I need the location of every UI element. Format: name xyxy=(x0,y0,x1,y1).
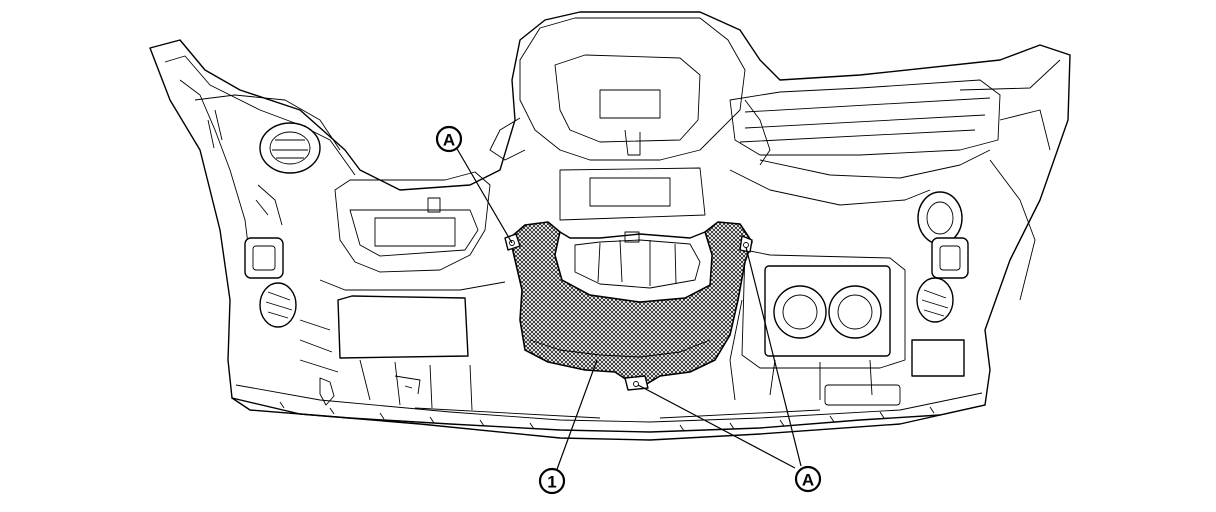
left-side-vent xyxy=(244,237,284,279)
left-lower-vent xyxy=(259,282,297,328)
right-round-vent xyxy=(917,191,963,245)
left-round-vent xyxy=(259,122,321,174)
leader-a-bottom-2 xyxy=(637,384,796,469)
right-lower-box xyxy=(911,339,965,377)
part-1-duct xyxy=(504,221,753,391)
callout-part-1: 1 xyxy=(538,467,566,495)
callout-a-bottom-label: A xyxy=(802,471,814,490)
leader-lines xyxy=(455,146,802,473)
callout-a-bottom: A xyxy=(794,465,822,493)
cup-holder-left xyxy=(773,285,827,339)
left-side-structure xyxy=(164,55,356,328)
leader-a-bottom-1 xyxy=(745,246,802,467)
left-center-structure xyxy=(299,171,506,411)
callout-part-1-label: 1 xyxy=(547,473,556,492)
instrument-panel-body xyxy=(149,11,1071,441)
leader-a-top xyxy=(455,146,513,244)
cup-holder-right xyxy=(828,285,882,339)
top-center-structure xyxy=(489,17,771,221)
leader-part-1 xyxy=(555,359,598,473)
right-side-vent xyxy=(931,237,969,279)
center-stack xyxy=(729,249,906,406)
right-side-structure xyxy=(729,59,1061,377)
left-lower-panel xyxy=(337,295,469,359)
callout-a-top-label: A xyxy=(443,131,455,150)
callout-a-top: A xyxy=(435,125,463,153)
